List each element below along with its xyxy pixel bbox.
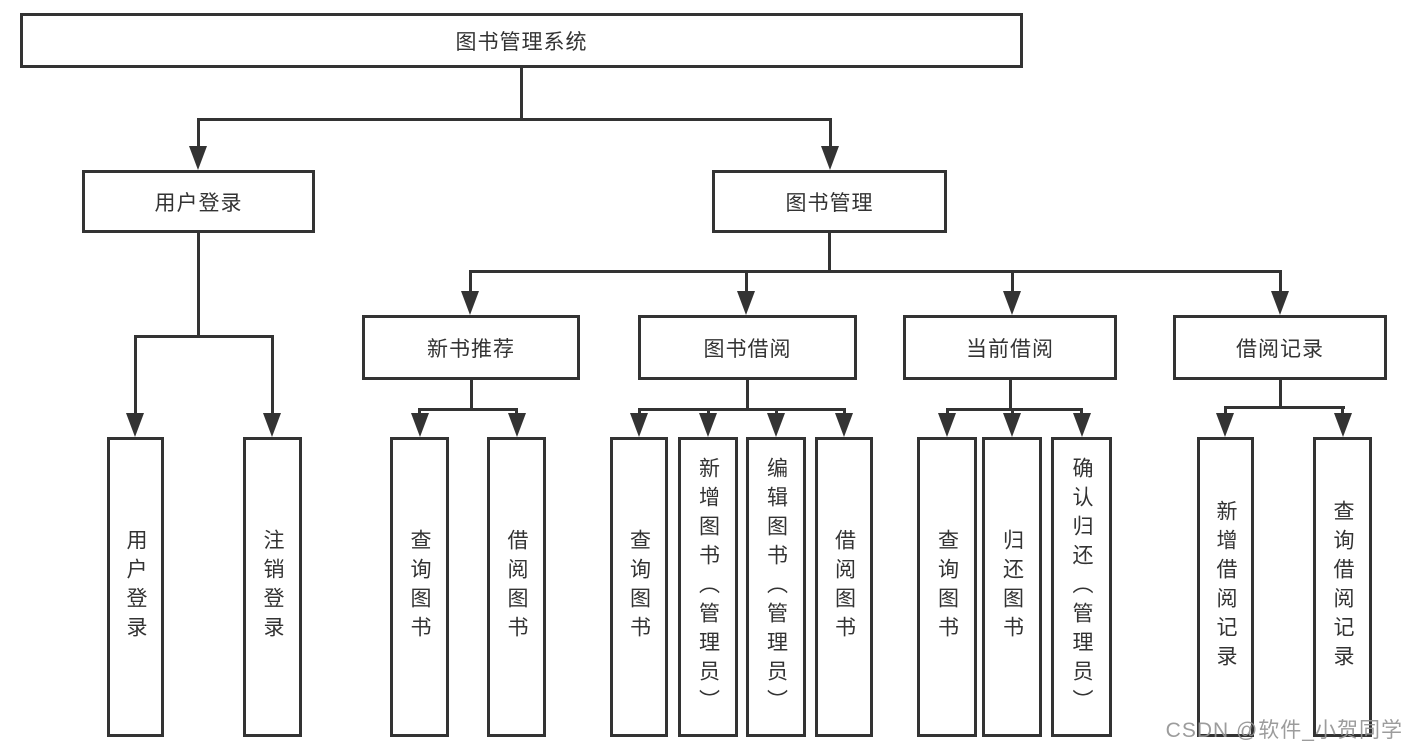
- node-label: 借阅记录: [1236, 337, 1324, 361]
- node-new-book-recommend: 新书推荐: [362, 315, 580, 380]
- leaf-label: 新增借阅记录: [1214, 500, 1237, 674]
- leaf-label: 新增图书（管理员）: [696, 456, 720, 718]
- connector-line: [520, 68, 523, 118]
- arrow-down-icon: [737, 291, 755, 315]
- leaf-query-books-borrowing: 查询图书: [610, 437, 668, 737]
- connector-line: [196, 118, 200, 148]
- connector-line: [744, 270, 748, 293]
- connector-line: [637, 408, 846, 411]
- leaf-label: 借阅图书: [832, 529, 856, 645]
- connector-line: [469, 380, 473, 408]
- connector-line: [828, 233, 831, 270]
- leaf-label: 查询图书: [408, 529, 431, 645]
- leaf-borrow-books-recommend: 借阅图书: [487, 437, 546, 737]
- connector-line: [1008, 380, 1012, 408]
- connector-line: [637, 408, 641, 416]
- node-label: 新书推荐: [427, 337, 515, 361]
- leaf-label: 注销登录: [261, 529, 284, 645]
- leaf-query-borrow-record: 查询借阅记录: [1313, 437, 1372, 737]
- leaf-borrow-books-borrowing: 借阅图书: [815, 437, 873, 737]
- arrow-down-icon: [1003, 413, 1021, 437]
- connector-line: [418, 408, 518, 411]
- arrow-down-icon: [821, 146, 839, 170]
- arrow-down-icon: [410, 413, 429, 437]
- arrow-down-icon: [699, 413, 717, 437]
- leaf-logout: 注销登录: [243, 437, 302, 737]
- leaf-add-book-admin: 新增图书（管理员）: [678, 437, 738, 737]
- node-label: 当前借阅: [966, 337, 1054, 361]
- connector-line: [706, 408, 710, 416]
- connector-line: [418, 408, 421, 416]
- arrow-down-icon: [126, 413, 144, 437]
- leaf-label: 查询图书: [935, 529, 959, 645]
- leaf-user-login: 用户登录: [107, 437, 164, 737]
- arrow-down-icon: [1333, 413, 1352, 437]
- connector-line: [133, 335, 274, 338]
- connector-line: [197, 118, 831, 121]
- connector-line: [842, 408, 846, 416]
- node-user-login: 用户登录: [82, 170, 315, 233]
- connector-line: [1223, 406, 1345, 409]
- arrow-down-icon: [1216, 413, 1234, 437]
- arrow-down-icon: [767, 413, 785, 437]
- leaf-label: 归还图书: [1000, 529, 1024, 645]
- connector-line: [515, 408, 518, 416]
- leaf-query-books-recommend: 查询图书: [390, 437, 449, 737]
- connector-line: [945, 408, 949, 416]
- node-label: 用户登录: [154, 191, 243, 215]
- leaf-label: 确认归还（管理员）: [1070, 456, 1093, 718]
- arrow-down-icon: [1072, 413, 1091, 437]
- arrow-down-icon: [507, 413, 526, 437]
- connector-line: [270, 335, 274, 415]
- arrow-down-icon: [835, 413, 853, 437]
- node-library-management-system: 图书管理系统: [20, 13, 1023, 68]
- connector-line: [1010, 270, 1014, 293]
- arrow-down-icon: [1271, 291, 1289, 315]
- arrow-down-icon: [938, 413, 956, 437]
- arrow-down-icon: [1003, 291, 1021, 315]
- node-current-borrowing: 当前借阅: [903, 315, 1117, 380]
- arrow-down-icon: [189, 146, 207, 170]
- connector-line: [828, 118, 832, 148]
- connector-line: [774, 408, 778, 416]
- arrow-down-icon: [461, 291, 479, 315]
- csdn-watermark: CSDN @软件_小贺同学: [1165, 719, 1403, 742]
- node-label: 图书借阅: [703, 337, 792, 361]
- leaf-query-books-current: 查询图书: [917, 437, 977, 737]
- connector-line: [196, 233, 200, 335]
- connector-line: [745, 380, 749, 408]
- node-label: 图书管理系统: [455, 30, 588, 54]
- leaf-label: 用户登录: [124, 529, 147, 645]
- leaf-edit-book-admin: 编辑图书（管理员）: [746, 437, 806, 737]
- connector-line: [1278, 270, 1282, 293]
- node-book-borrowing: 图书借阅: [638, 315, 857, 380]
- connector-line: [1341, 406, 1344, 415]
- connector-line: [468, 270, 472, 293]
- connector-line: [1223, 406, 1227, 415]
- leaf-label: 查询图书: [627, 529, 651, 645]
- leaf-label: 编辑图书（管理员）: [764, 456, 788, 718]
- arrow-down-icon: [263, 413, 281, 437]
- node-borrow-records: 借阅记录: [1173, 315, 1387, 380]
- connector-line: [1080, 408, 1083, 416]
- leaf-label: 查询借阅记录: [1331, 500, 1354, 674]
- node-book-management: 图书管理: [712, 170, 947, 233]
- connector-line: [133, 335, 137, 415]
- leaf-return-book: 归还图书: [982, 437, 1042, 737]
- connector-line: [1278, 380, 1282, 406]
- connector-line: [1010, 408, 1014, 416]
- arrow-down-icon: [630, 413, 648, 437]
- leaf-confirm-return-admin: 确认归还（管理员）: [1051, 437, 1112, 737]
- leaf-add-borrow-record: 新增借阅记录: [1197, 437, 1254, 737]
- leaf-label: 借阅图书: [505, 529, 528, 645]
- connector-line: [468, 270, 1282, 273]
- node-label: 图书管理: [785, 191, 874, 215]
- connector-line: [945, 408, 1083, 411]
